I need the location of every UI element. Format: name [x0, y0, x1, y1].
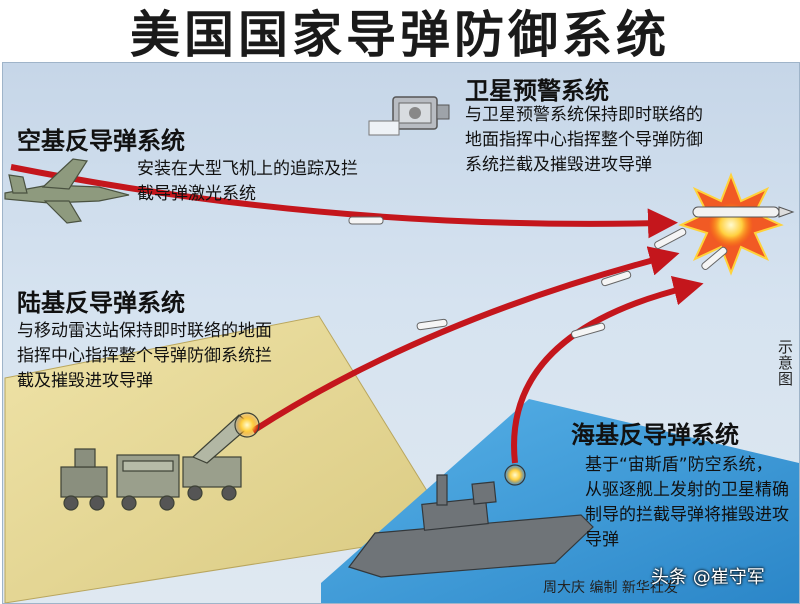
page-title: 美国国家导弹防御系统	[130, 5, 670, 64]
credit-line: 周大庆 编制 新华社发	[543, 580, 678, 596]
air-based-system-description: 安装在大型飞机上的追踪及拦截导弹激光系统	[137, 159, 358, 204]
schematic-note: 示意图	[776, 339, 794, 387]
explosion-icon	[678, 172, 784, 276]
aircraft-icon	[4, 158, 130, 224]
sea-based-system-description: 基于“宙斯盾”防空系统，从驱逐舰上发射的卫星精确制导的拦截导弹将摧毁进攻导弹	[585, 455, 789, 550]
radar-vehicle-icon	[60, 448, 108, 511]
sea-intercept-trajectory	[511, 276, 704, 464]
land-based-system-heading: 陆基反导弹系统	[17, 289, 185, 317]
satellite-icon	[368, 96, 450, 136]
air-based-system-heading: 空基反导弹系统	[17, 127, 185, 155]
destroyer-icon	[348, 464, 594, 578]
diagram-scene	[4, 96, 799, 603]
land-intercept-trajectory	[251, 246, 680, 434]
satellite-system-heading: 卫星预警系统	[465, 77, 609, 105]
command-vehicle-icon	[116, 454, 180, 511]
missile-launcher-icon	[182, 412, 260, 501]
watermark: 头条 @崔守军	[651, 567, 765, 588]
title-bar: 美国国家导弹防御系统	[0, 0, 800, 64]
enemy-missile-icon	[692, 206, 795, 218]
sea-based-system-heading: 海基反导弹系统	[571, 421, 739, 449]
air-intercept-trajectory	[10, 164, 678, 239]
interceptor-missiles	[348, 216, 728, 339]
land-based-system-description: 与移动雷达站保持即时联络的地面指挥中心指挥整个导弹防御系统拦截及摧毁进攻导弹	[17, 321, 272, 391]
diagram-panel: 卫星预警系统 与卫星预警系统保持即时联络的地面指挥中心指挥整个导弹防御系统拦截及…	[2, 62, 800, 604]
satellite-system-description: 与卫星预警系统保持即时联络的地面指挥中心指挥整个导弹防御系统拦截及摧毁进攻导弹	[465, 105, 703, 175]
